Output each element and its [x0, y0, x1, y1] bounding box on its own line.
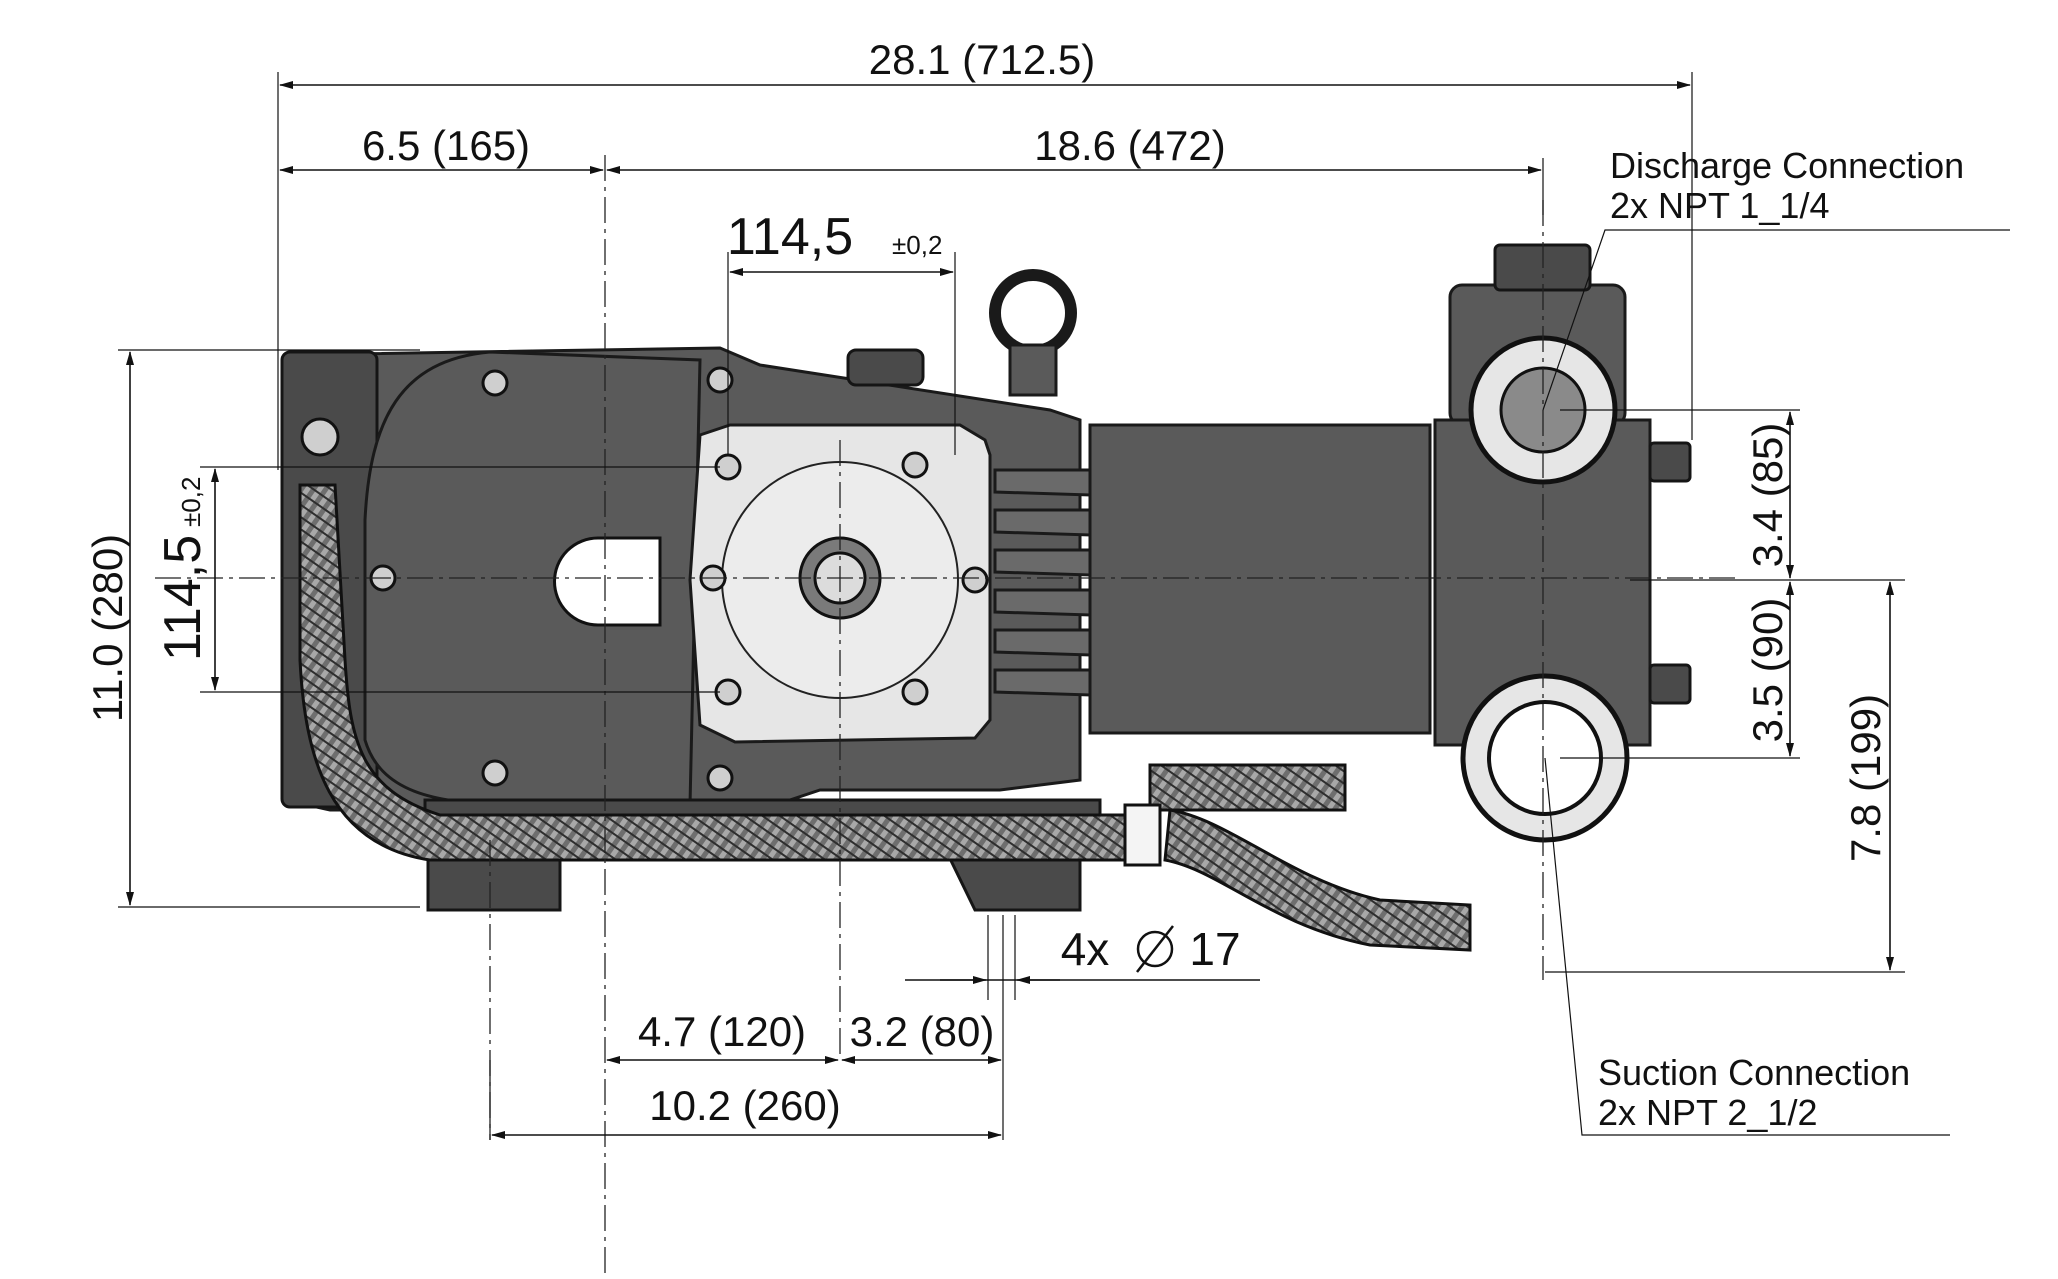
dim-bolt-h-label: 114,5	[727, 208, 853, 266]
lifting-eye	[989, 269, 1077, 357]
leader-discharge	[1542, 229, 2010, 411]
diameter-icon	[1136, 925, 1174, 973]
dim-bolt-h-tol: ±0,2	[892, 230, 942, 260]
bolts	[300, 366, 989, 792]
cylinder-block	[1088, 423, 1432, 735]
dim-foot-offset-1-label: 4.7 (120)	[638, 1008, 806, 1055]
dim-bolt-v-label: 114,5	[154, 535, 212, 661]
lifting-eye-stem	[1008, 343, 1058, 397]
dim-foot-spacing-label: 10.2 (260)	[649, 1082, 840, 1129]
dim-bolt-v-tol: ±0,2	[176, 477, 206, 527]
dim-foot-offset-2-label: 3.2 (80)	[850, 1008, 995, 1055]
dimension-text: 28.1 (712.5) 6.5 (165) 18.6 (472) 114,5 …	[84, 36, 1889, 1129]
suction-callout-spec: 2x NPT 2_1/2	[1598, 1092, 1817, 1133]
hose-suction	[1163, 808, 1472, 952]
cooling-fins	[993, 468, 1092, 697]
stud-lower	[1648, 663, 1692, 705]
dim-overall-height-label: 11.0 (280)	[84, 534, 131, 722]
hose-upper	[1148, 763, 1347, 812]
crank-slot	[553, 536, 662, 627]
dim-discharge-offset-label: 3.4 (85)	[1744, 423, 1791, 568]
dim-suction-offset-label: 3.5 (90)	[1744, 598, 1791, 743]
dim-foot-hole-count: 4x	[1061, 923, 1110, 975]
leader-suction	[1544, 757, 1950, 1136]
discharge-callout-spec: 2x NPT 1_1/4	[1610, 185, 1829, 226]
hose-clamp	[1123, 803, 1162, 867]
hose-left	[298, 483, 1132, 862]
dim-overall-length-label: 28.1 (712.5)	[869, 36, 1096, 83]
pump-body	[280, 243, 1692, 952]
discharge-callout-title: Discharge Connection	[1610, 145, 1964, 186]
extension-lines	[118, 72, 1905, 1140]
dimension-lines	[126, 81, 2010, 1139]
dim-shaft-height-label: 7.8 (199)	[1842, 694, 1889, 862]
dim-axis-to-head-label: 18.6 (472)	[1034, 122, 1225, 169]
stud-upper	[1648, 441, 1692, 483]
callouts: Discharge Connection 2x NPT 1_1/4 Suctio…	[1598, 145, 1964, 1133]
suction-callout-title: Suction Connection	[1598, 1052, 1910, 1093]
dim-left-to-axis-label: 6.5 (165)	[362, 122, 530, 169]
center-lines	[155, 155, 1740, 1279]
oil-cap	[846, 348, 925, 387]
dim-foot-hole-diameter: 17	[1189, 923, 1240, 975]
